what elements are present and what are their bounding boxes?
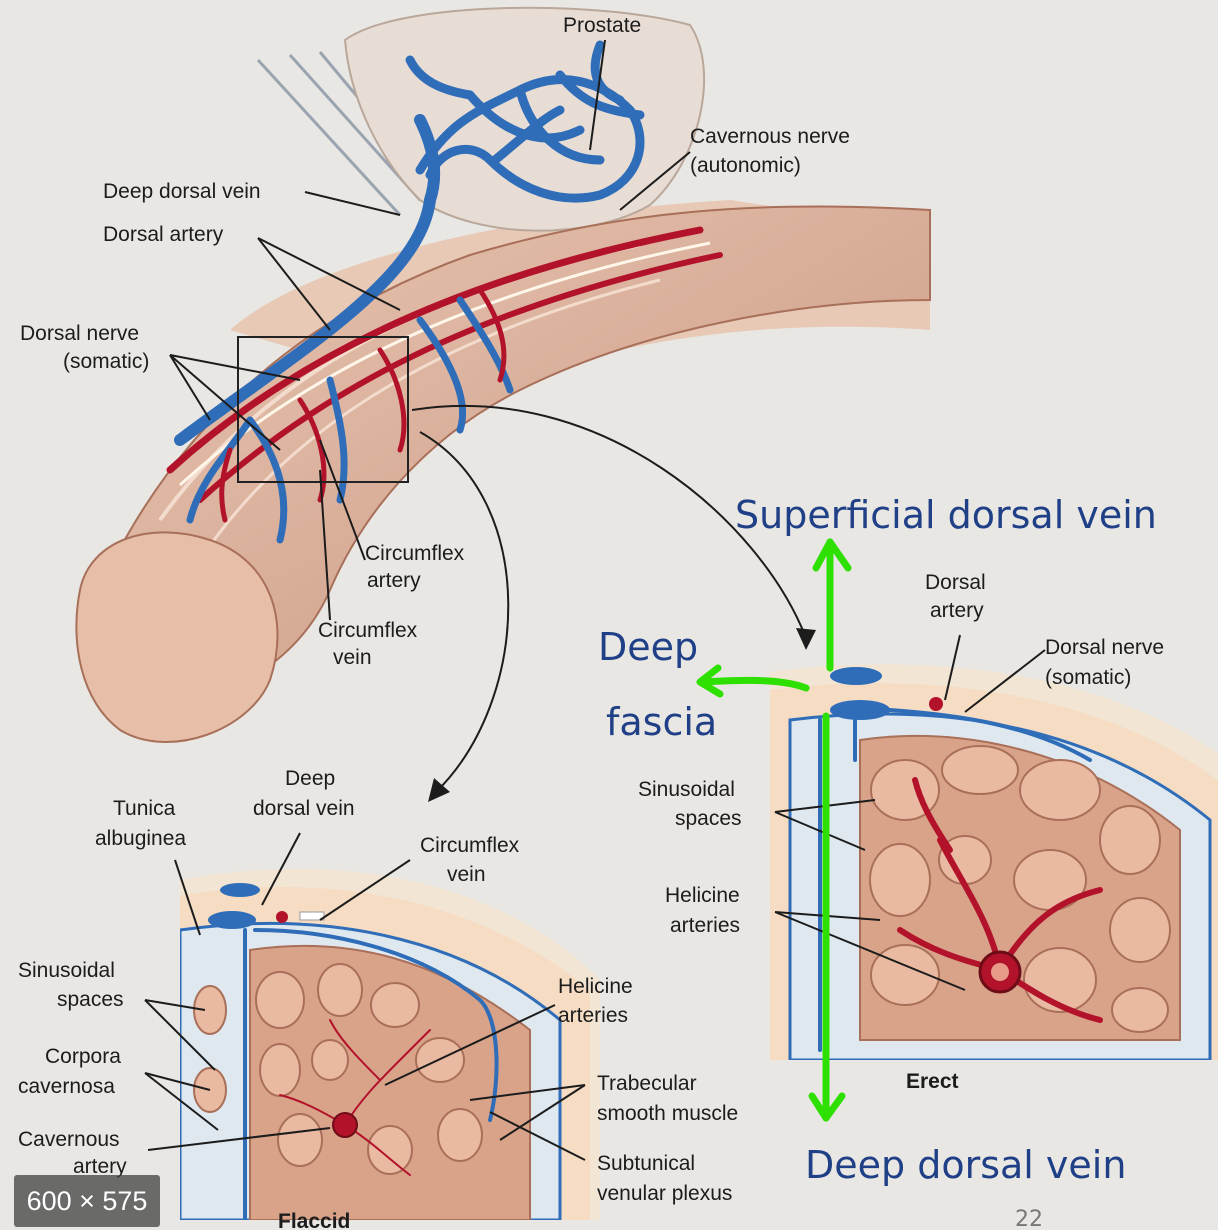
erect-label-sinusoidal-line2: spaces (675, 807, 742, 830)
annotation-deep-dorsal-vein: Deep dorsal vein (805, 1143, 1126, 1187)
flaccid-cross-section (180, 869, 600, 1220)
arrow-to-flaccid (420, 432, 508, 792)
annotation-deep-fascia-line1: Deep (598, 625, 698, 669)
erect-caption: Erect (906, 1070, 959, 1093)
label-dorsal-artery: Dorsal artery (103, 223, 224, 246)
flaccid-label-subtunical-line2: venular plexus (597, 1182, 732, 1205)
erect-label-helicine-line1: Helicine (665, 884, 740, 907)
label-cavernous-nerve-line1: Cavernous nerve (690, 125, 850, 148)
flaccid-label-trabecular-line1: Trabecular (597, 1072, 697, 1095)
label-circumflex-artery-line2: artery (367, 569, 421, 592)
erect-label-sinusoidal-line1: Sinusoidal (638, 778, 735, 801)
page-number: 22 (1015, 1207, 1043, 1230)
flaccid-label-circumflex-line1: Circumflex (420, 834, 520, 857)
flaccid-label-tunica-line1: Tunica (113, 797, 176, 820)
erect-cross-section (770, 664, 1218, 1060)
flaccid-label-cav-artery-line1: Cavernous (18, 1128, 120, 1151)
erect-label-dorsal-artery-line2: artery (930, 599, 984, 622)
flaccid-label-corpora-line1: Corpora (45, 1045, 121, 1068)
label-cavernous-nerve-line2: (autonomic) (690, 154, 801, 177)
prostate-gland (345, 8, 704, 231)
flaccid-label-trabecular-line2: smooth muscle (597, 1102, 738, 1125)
glans (76, 532, 277, 742)
erect-label-dorsal-nerve-line2: (somatic) (1045, 666, 1131, 689)
annotation-superficial-dorsal-vein: Superficial dorsal vein (735, 493, 1157, 537)
flaccid-label-circumflex-line2: vein (447, 863, 486, 886)
flaccid-label-deep-line2: dorsal vein (253, 797, 355, 820)
annotation-deep-fascia-line2: fascia (606, 700, 717, 744)
flaccid-label-tunica-line2: albuginea (95, 827, 186, 850)
erect-label-helicine-line2: arteries (670, 914, 740, 937)
flaccid-label-helicine-line2: arteries (558, 1004, 628, 1027)
flaccid-label-corpora-line2: cavernosa (18, 1075, 115, 1098)
flaccid-label-subtunical-line1: Subtunical (597, 1152, 695, 1175)
label-circumflex-vein-line2: vein (333, 646, 372, 669)
image-size-badge: 600 × 575 (14, 1175, 160, 1227)
label-circumflex-vein-line1: Circumflex (318, 619, 418, 642)
label-deep-dorsal-vein: Deep dorsal vein (103, 180, 261, 203)
flaccid-label-sinusoidal-line1: Sinusoidal (18, 959, 115, 982)
label-prostate: Prostate (563, 14, 641, 37)
erect-label-dorsal-nerve-line1: Dorsal nerve (1045, 636, 1164, 659)
flaccid-label-sinusoidal-line2: spaces (57, 988, 124, 1011)
label-circumflex-artery-line1: Circumflex (365, 542, 465, 565)
label-dorsal-nerve-line1: Dorsal nerve (20, 322, 139, 345)
label-dorsal-nerve-line2: (somatic) (63, 350, 149, 373)
erect-label-dorsal-artery-line1: Dorsal (925, 571, 986, 594)
flaccid-label-deep-line1: Deep (285, 767, 335, 790)
flaccid-caption: Flaccid (278, 1210, 350, 1230)
flaccid-label-helicine-line1: Helicine (558, 975, 633, 998)
